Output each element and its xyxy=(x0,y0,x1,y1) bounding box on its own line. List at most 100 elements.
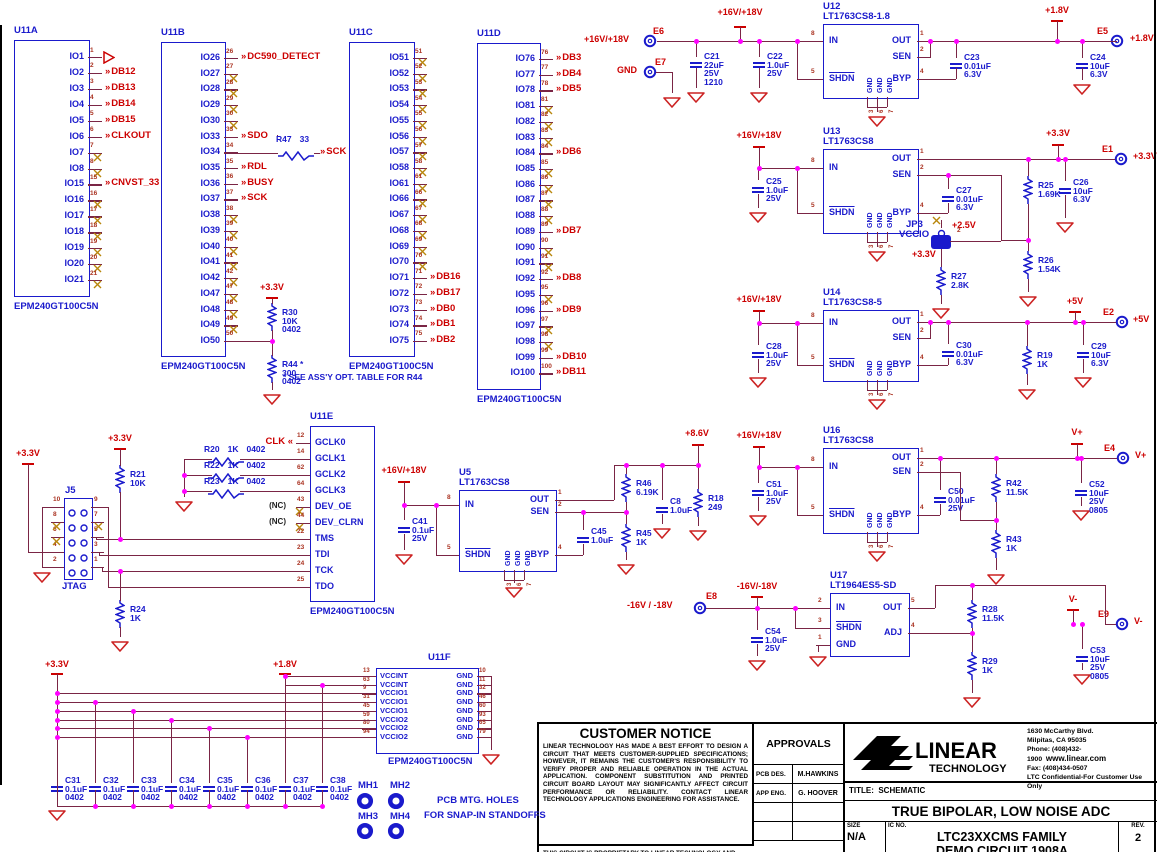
pin-number: 43 xyxy=(297,496,305,503)
net-label: DB12 xyxy=(105,66,135,77)
component-value: 0402 xyxy=(293,792,312,802)
ic-part-number: LT1964ES5-SD xyxy=(830,580,897,591)
ground-icon xyxy=(868,397,886,410)
turret-E7 xyxy=(643,65,657,79)
pin-number: 64 xyxy=(297,480,305,487)
no-connect-icon xyxy=(418,133,427,146)
component-value: 1.0uF xyxy=(766,487,789,498)
wire xyxy=(91,567,102,569)
component-value: 0805 xyxy=(1090,670,1109,681)
wire xyxy=(102,571,296,573)
wire xyxy=(477,702,491,704)
wire xyxy=(184,459,212,461)
pin-name-gnd: GND xyxy=(525,550,532,566)
wire xyxy=(272,382,274,390)
pin-name: IO48 xyxy=(200,303,220,314)
wire xyxy=(797,79,823,81)
pin-number: 3 xyxy=(869,392,875,396)
mounting-hole-icon xyxy=(356,792,374,810)
pin-name: IO47 xyxy=(200,287,220,298)
no-connect-icon xyxy=(229,101,238,114)
component-value: 6.3V xyxy=(964,69,982,79)
pin-circle-icon xyxy=(68,564,76,577)
component-ref: C37 xyxy=(293,775,309,785)
wire xyxy=(224,215,238,217)
wire xyxy=(996,502,998,520)
pin-name: VCCIO1 xyxy=(380,688,408,698)
pin-name: IO78 xyxy=(515,84,535,95)
wire xyxy=(413,262,427,264)
pin-name: IO61 xyxy=(389,177,409,188)
wire xyxy=(759,41,761,57)
pin-number: 17 xyxy=(90,205,98,213)
wire xyxy=(1105,624,1116,626)
component-value: 0.1uF xyxy=(217,783,240,794)
nc-prefix: (NC) xyxy=(269,501,286,510)
junction-dot xyxy=(168,717,174,723)
pin-number: 7 xyxy=(527,582,533,586)
address-line1: 1630 McCarthy Blvd. xyxy=(1027,728,1094,735)
no-connect-icon xyxy=(93,196,102,209)
wire xyxy=(940,504,942,515)
no-connect-icon xyxy=(544,244,553,257)
junction-dot xyxy=(282,673,288,679)
wire xyxy=(42,507,44,567)
no-connect-icon xyxy=(418,211,427,224)
wire xyxy=(539,373,553,375)
wire xyxy=(88,200,102,202)
component-ref: R25 xyxy=(1038,180,1054,190)
wire xyxy=(88,152,102,154)
component-value: 1.0uF xyxy=(766,349,789,360)
wire xyxy=(224,340,238,343)
pin-number: 11 xyxy=(479,676,486,683)
component-value: 0402 xyxy=(179,792,198,802)
pin-number: 3 xyxy=(869,244,875,248)
confidential-note: LTC Confidential-For Customer Use Only xyxy=(1027,774,1143,790)
wire xyxy=(491,676,493,750)
wire xyxy=(413,136,427,138)
wire xyxy=(908,633,972,635)
no-connect-icon xyxy=(229,274,238,287)
resistor-icon xyxy=(1020,346,1034,374)
no-connect-icon xyxy=(544,118,553,131)
wire xyxy=(413,183,427,186)
component-ref: C8 xyxy=(670,496,681,506)
wire xyxy=(1028,240,1030,251)
wire xyxy=(539,279,553,281)
junction-dot xyxy=(695,462,701,468)
pin-number: 8 xyxy=(811,157,815,164)
wire xyxy=(797,365,823,367)
wire xyxy=(296,459,310,461)
wire xyxy=(285,676,376,678)
wire xyxy=(91,552,99,554)
wire xyxy=(57,674,59,806)
mounting-hole-label: MH3 xyxy=(358,811,379,822)
pin-number: 32 xyxy=(479,685,486,692)
junction-dot xyxy=(756,165,762,171)
pin-number: 6 xyxy=(90,126,94,134)
pin-name: IO86 xyxy=(515,178,535,189)
component-ref: C52 xyxy=(1089,479,1105,489)
wire xyxy=(759,168,823,170)
pin-number: 79 xyxy=(479,729,486,736)
wire xyxy=(1075,312,1077,322)
mounting-hole-label: MH1 xyxy=(358,780,379,791)
jumper-option: +3.3V xyxy=(912,249,936,259)
component-value: 10uF xyxy=(1090,60,1110,71)
power-flag-label: +16V/+18V xyxy=(736,130,782,140)
net-label: DB5 xyxy=(556,84,581,94)
pin-name: IO81 xyxy=(515,100,535,111)
no-connect-icon xyxy=(544,322,553,335)
no-connect-icon xyxy=(418,54,427,67)
wire xyxy=(88,104,102,107)
no-connect-icon xyxy=(93,260,102,273)
pin-number: 5 xyxy=(811,354,815,361)
net-label: DB8 xyxy=(556,273,581,283)
pin-number: 62 xyxy=(297,464,305,471)
wire xyxy=(877,532,879,542)
pin-number: 82 xyxy=(541,111,549,119)
